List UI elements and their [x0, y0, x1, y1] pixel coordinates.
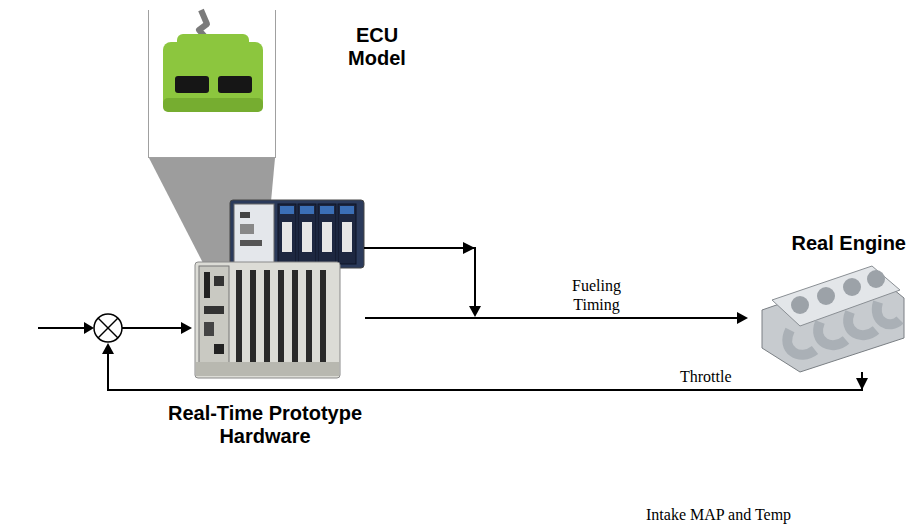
signal-label: Intake MAP and Temp: [646, 506, 791, 524]
engine-illustration: [762, 266, 904, 372]
engine-node: Real Engine: [748, 232, 908, 402]
summing-junction: [94, 314, 122, 342]
arrowheads: [84, 242, 868, 390]
signal-wires: [38, 248, 862, 390]
hardware-node: Real-Time Prototype Hardware: [165, 262, 365, 448]
chassis-illustration: [195, 262, 340, 378]
ecu-model-box: ECU Model: [148, 10, 276, 158]
io-device: [230, 200, 364, 268]
node-label: Real-Time Prototype Hardware: [165, 402, 365, 448]
node-label: ECU Model: [335, 24, 419, 70]
signal-label: Throttle: [680, 368, 732, 386]
edge-label: Fueling Timing: [565, 276, 629, 314]
signal-arrow: [365, 312, 748, 324]
node-label: Real Engine: [748, 232, 908, 255]
ecu-icon: [163, 10, 263, 112]
